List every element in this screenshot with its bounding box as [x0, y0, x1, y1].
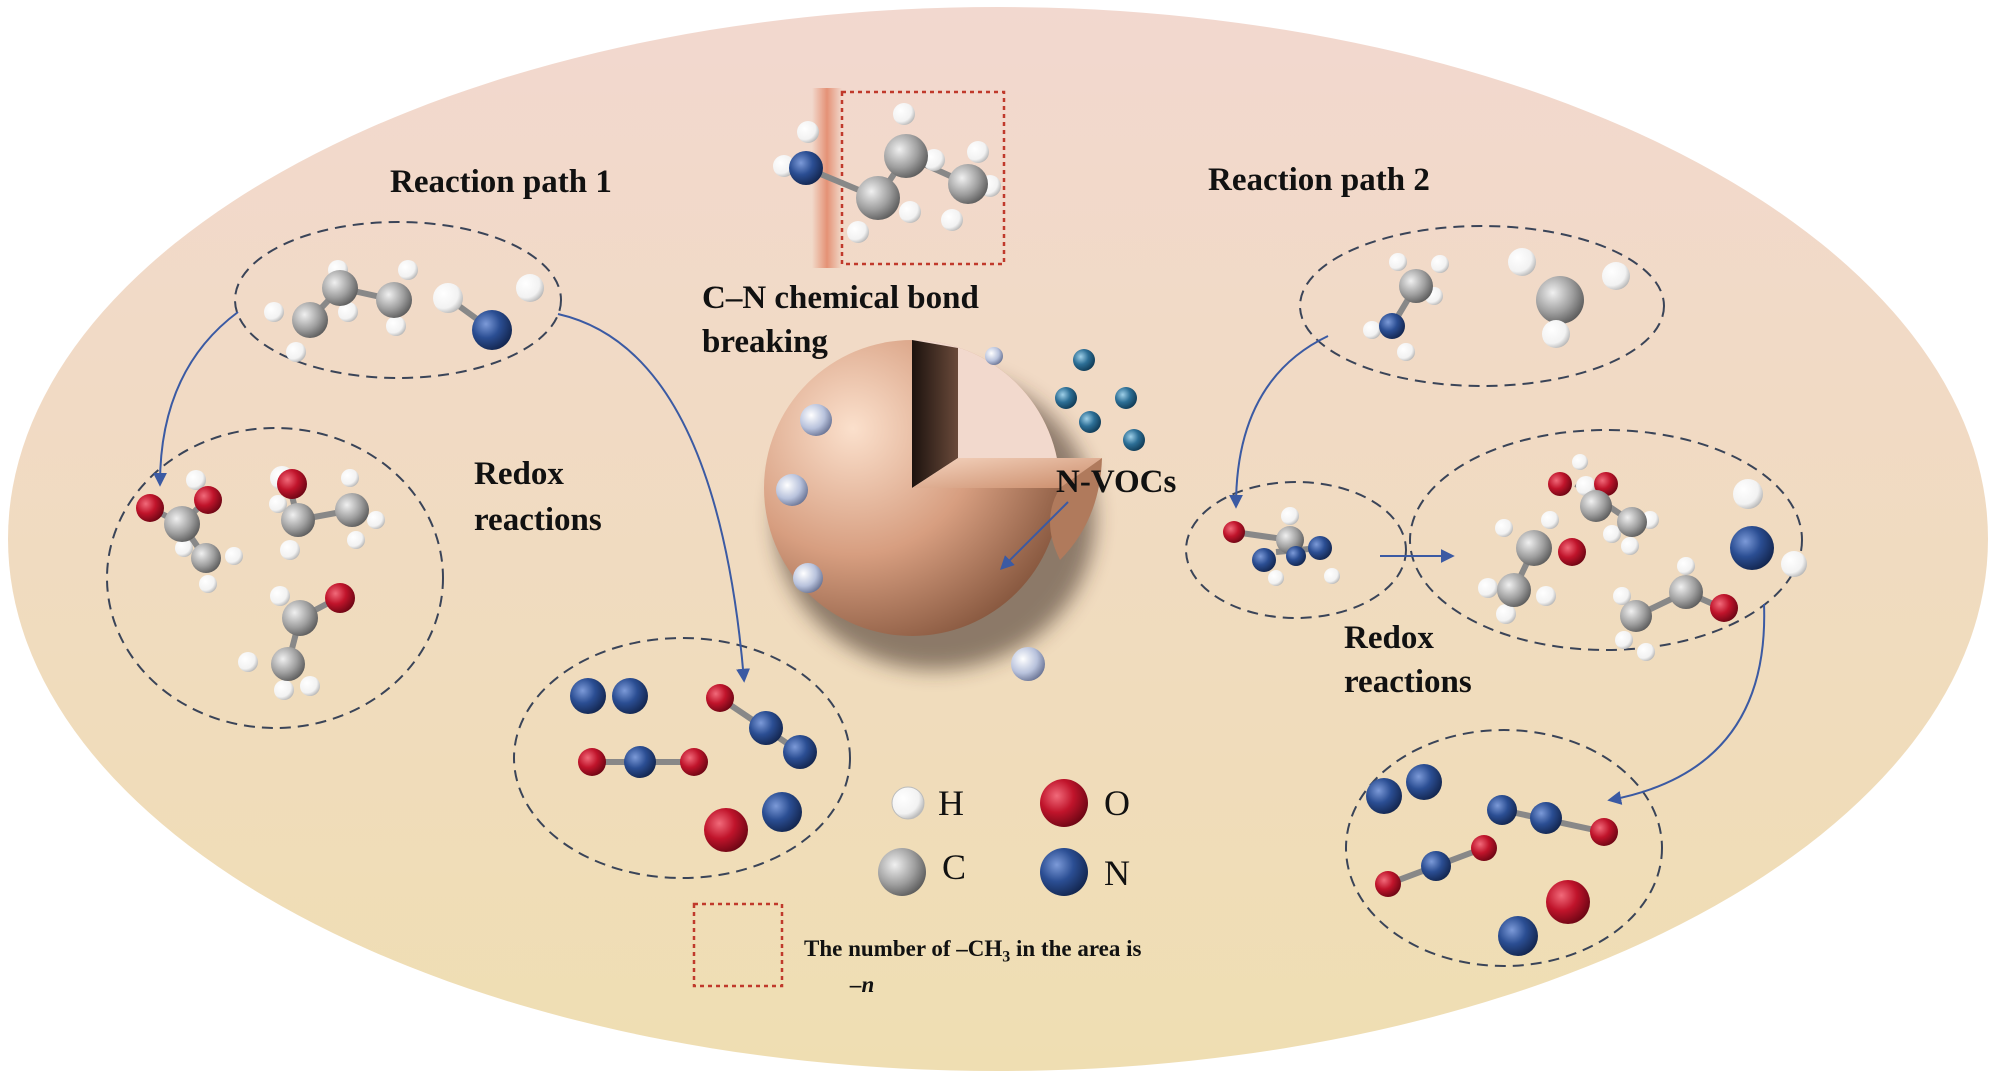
legend-c-swatch	[878, 848, 926, 896]
path2-arrow-down	[1229, 335, 1329, 509]
path2-arrow-bottom	[1607, 603, 1766, 805]
path1-title: Reaction path 1	[390, 164, 612, 200]
path2-oxygenates-group	[1409, 429, 1807, 661]
no-molecule	[704, 792, 802, 852]
path2-title: Reaction path 2	[1208, 162, 1430, 198]
legend-h-swatch	[891, 786, 925, 820]
n2-molecule	[570, 678, 648, 714]
cn-bond-label-line2: breaking	[702, 324, 828, 360]
note-n-value: –n	[850, 972, 875, 997]
path1-products-group	[513, 637, 851, 879]
legend-o-swatch	[1040, 779, 1088, 827]
legend	[878, 779, 1088, 896]
nvocs-label: N-VOCs	[1056, 464, 1177, 500]
cn-bond-label-line1: C–N chemical bond	[702, 280, 979, 316]
n2o-molecule	[706, 684, 817, 769]
path1-reactants-group	[234, 221, 562, 379]
no-molecule-2	[1498, 880, 1590, 956]
nvocs-particles	[1055, 349, 1145, 451]
catalyst-sphere	[764, 340, 1102, 681]
n2o-molecule-2	[1487, 795, 1618, 846]
legend-h-label: H	[938, 783, 964, 823]
note-text: The number of –CH3 in the area is	[804, 936, 1141, 967]
note-text-prefix: The number of –CH	[804, 936, 1003, 961]
path2-intermediate-group	[1185, 481, 1407, 619]
methyl-area-box	[840, 90, 1006, 266]
no2-molecule-2	[1375, 835, 1497, 897]
legend-n-swatch	[1040, 848, 1088, 896]
redox-right-line1: Redox	[1344, 620, 1434, 656]
path2-products-group	[1345, 729, 1663, 967]
redox-left-line1: Redox	[474, 456, 564, 492]
legend-o-label: O	[1104, 783, 1130, 823]
path1-arrow-down	[153, 311, 239, 487]
nvocs-arrow	[1000, 501, 1069, 570]
redox-left-line2: reactions	[474, 502, 602, 538]
n2-molecule-2	[1366, 764, 1442, 814]
note-text-sub: 3	[1002, 948, 1011, 966]
redox-right-line2: reactions	[1344, 664, 1472, 700]
path2-reactants-group	[1299, 225, 1665, 387]
legend-c-label: C	[942, 847, 967, 887]
path1-arrow-right	[557, 313, 751, 683]
no2-molecule	[578, 746, 708, 778]
propylamine-molecule	[773, 88, 1006, 268]
note-legend-box	[692, 902, 784, 988]
path1-oxygenates-group	[106, 427, 444, 729]
legend-n-label: N	[1104, 853, 1130, 893]
note-text-suffix: in the area is	[1010, 936, 1142, 961]
